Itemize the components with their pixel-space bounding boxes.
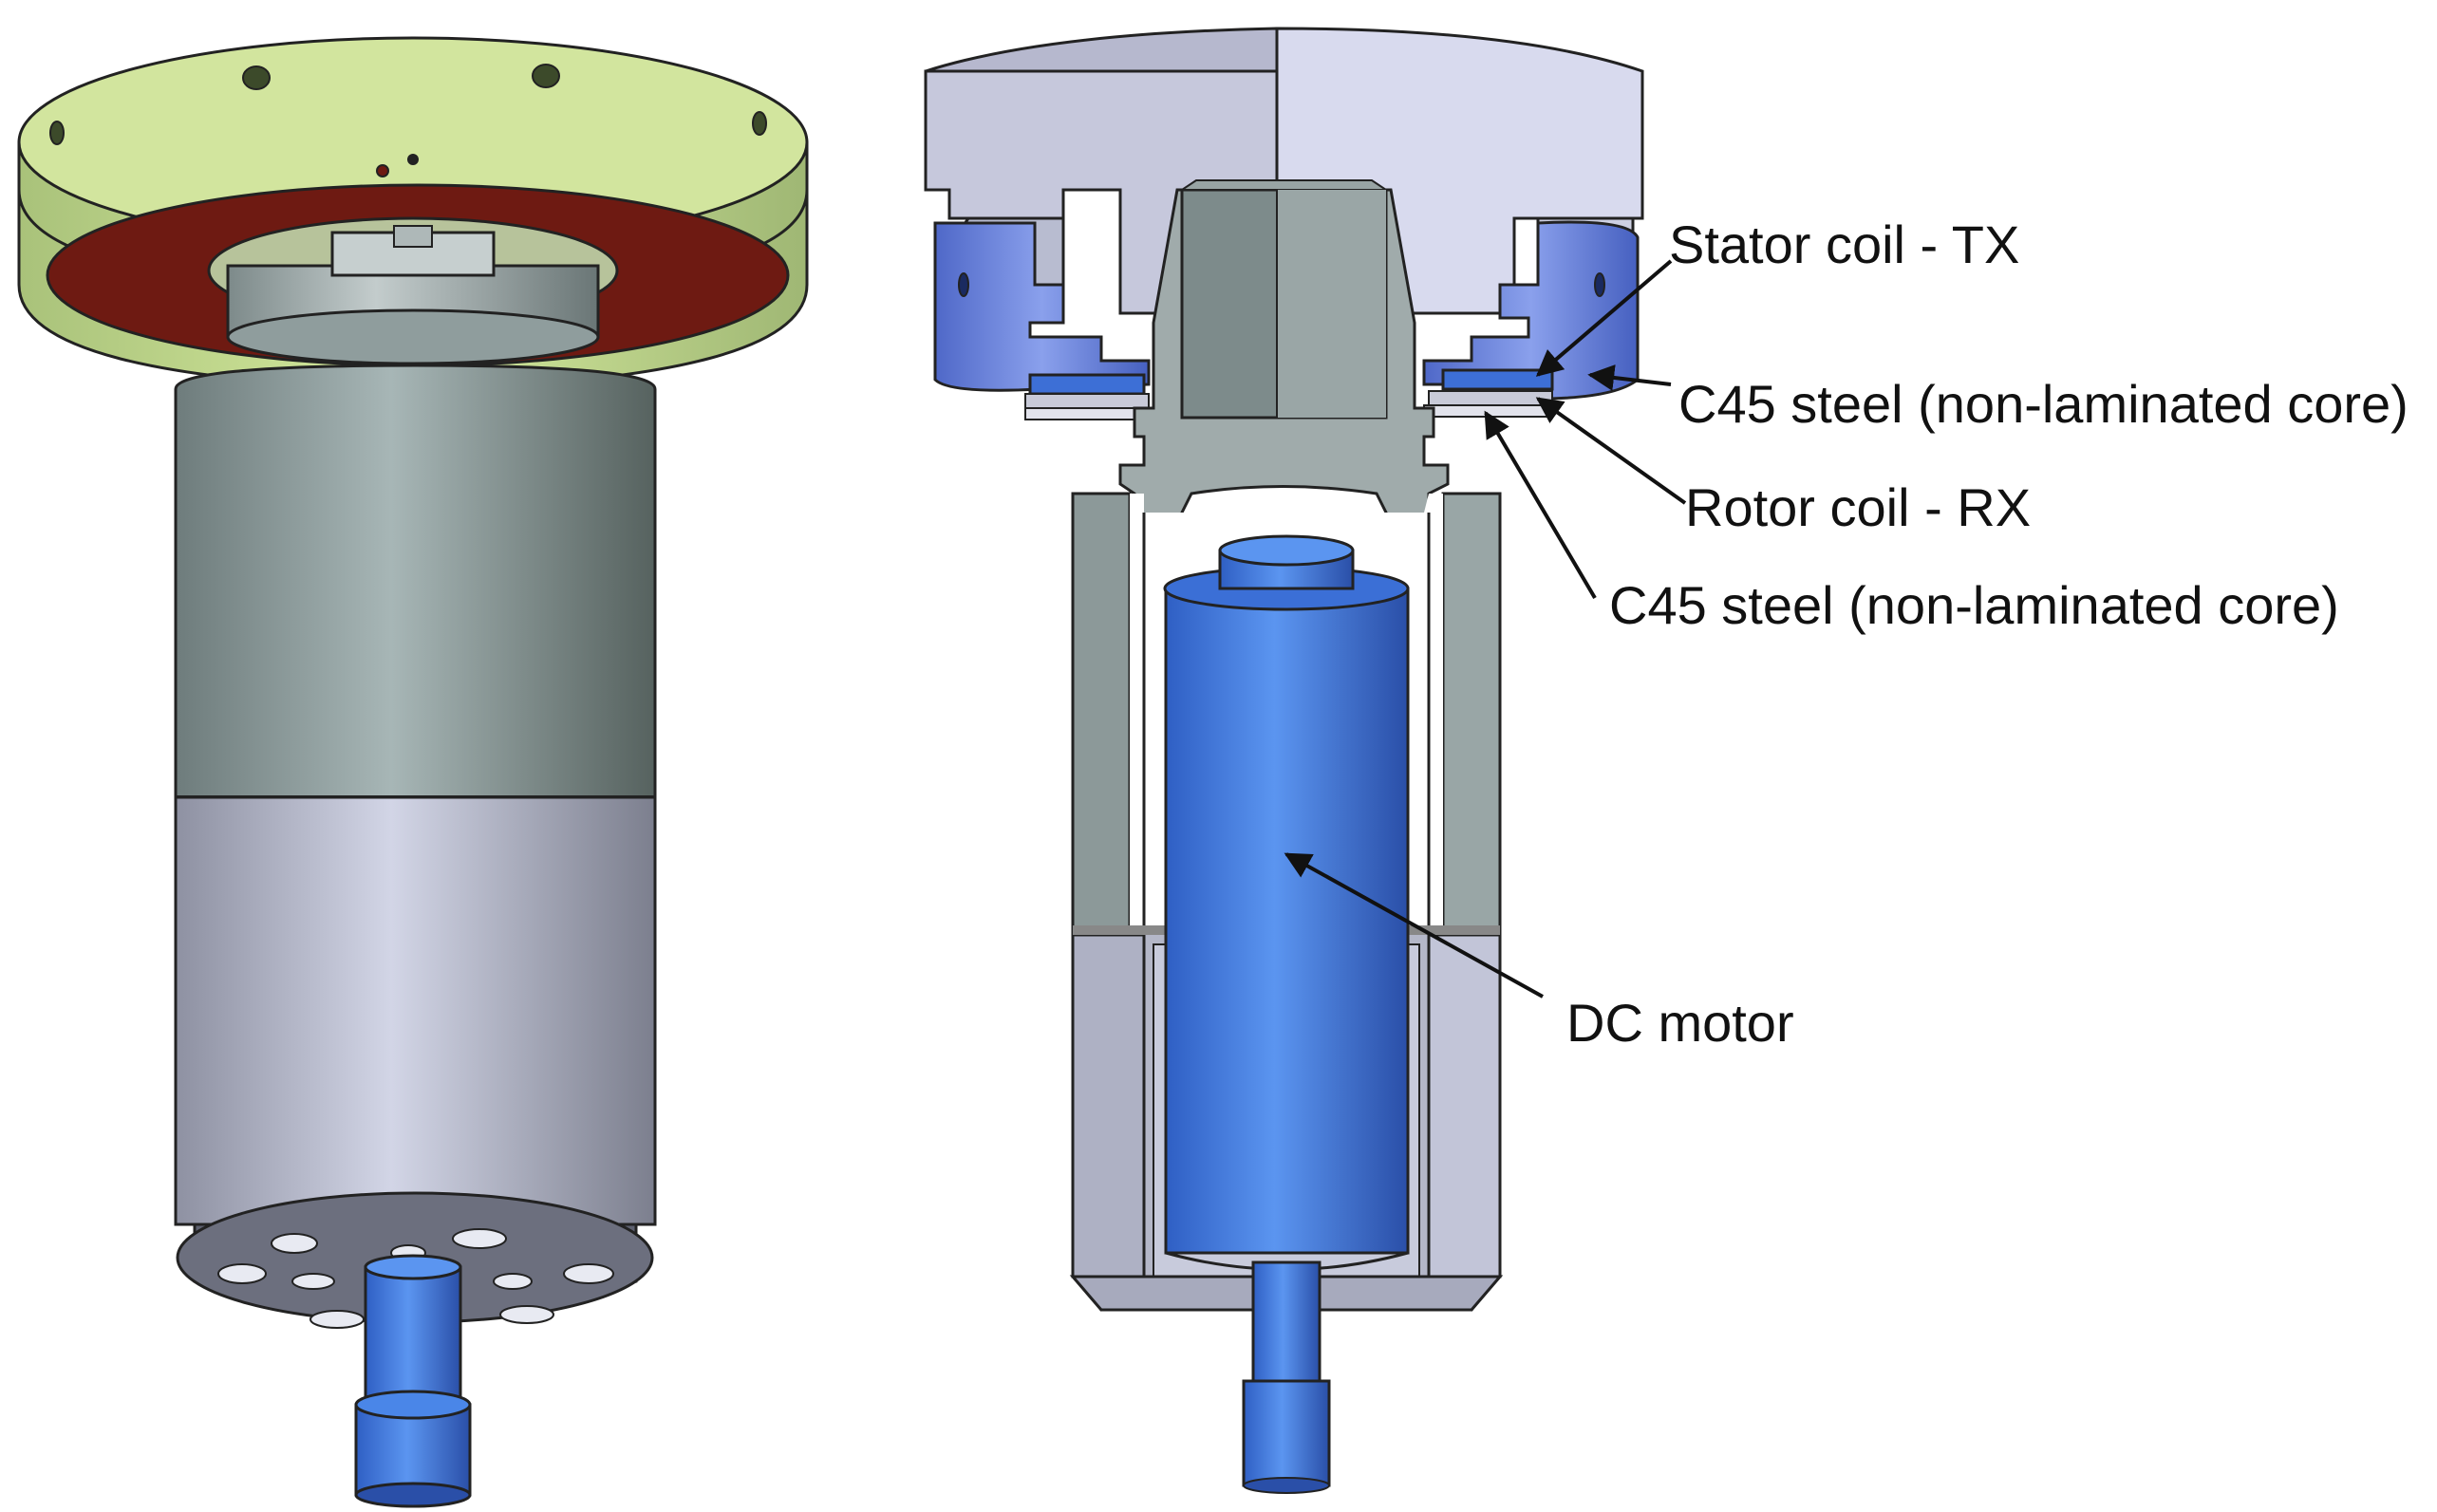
end-cap bbox=[174, 795, 657, 1329]
collar bbox=[207, 216, 619, 365]
rotor-coil-left bbox=[1024, 393, 1150, 409]
cross-section-view bbox=[924, 27, 1687, 1494]
coils bbox=[1024, 368, 1554, 420]
pin-hole bbox=[376, 164, 389, 177]
motor-shaft bbox=[1242, 1260, 1331, 1494]
end-hole bbox=[291, 1273, 335, 1290]
end-hole bbox=[493, 1273, 533, 1290]
motor-housing bbox=[174, 364, 657, 799]
leader-lines bbox=[1284, 259, 1687, 999]
flange-hole bbox=[532, 64, 560, 88]
leader-rotor-coil bbox=[1535, 397, 1687, 505]
label-rotor-coil: Rotor coil - RX bbox=[1685, 477, 2032, 537]
stator-core bbox=[933, 220, 1640, 401]
stator-coil-left bbox=[1028, 373, 1146, 396]
pin-hole bbox=[407, 154, 419, 165]
leader-stator-coil bbox=[1535, 259, 1673, 377]
dc-motor bbox=[1163, 534, 1410, 1271]
flange-hole bbox=[49, 121, 65, 145]
output-shaft bbox=[354, 1254, 472, 1508]
flange-hole bbox=[752, 111, 767, 136]
rotor-coil-right bbox=[1428, 390, 1553, 406]
label-c45-inner: C45 steel (non-laminated core) bbox=[1609, 575, 2339, 635]
end-hole bbox=[309, 1310, 365, 1329]
end-hole bbox=[271, 1233, 318, 1254]
leader-dc-motor bbox=[1284, 852, 1544, 999]
leader-c45-outer bbox=[1587, 364, 1672, 391]
end-hole bbox=[217, 1263, 267, 1284]
leader-c45-inner bbox=[1484, 410, 1597, 600]
label-dc-motor: DC motor bbox=[1566, 993, 1794, 1053]
end-hole bbox=[499, 1305, 554, 1324]
flange-hole bbox=[242, 65, 271, 90]
external-view bbox=[17, 36, 809, 1508]
stator-coil-right bbox=[1441, 368, 1554, 391]
end-hole bbox=[563, 1263, 614, 1284]
label-stator-coil: Stator coil - TX bbox=[1669, 215, 2020, 274]
end-hole bbox=[452, 1228, 507, 1249]
label-c45-outer: C45 steel (non-laminated core) bbox=[1678, 374, 2409, 434]
